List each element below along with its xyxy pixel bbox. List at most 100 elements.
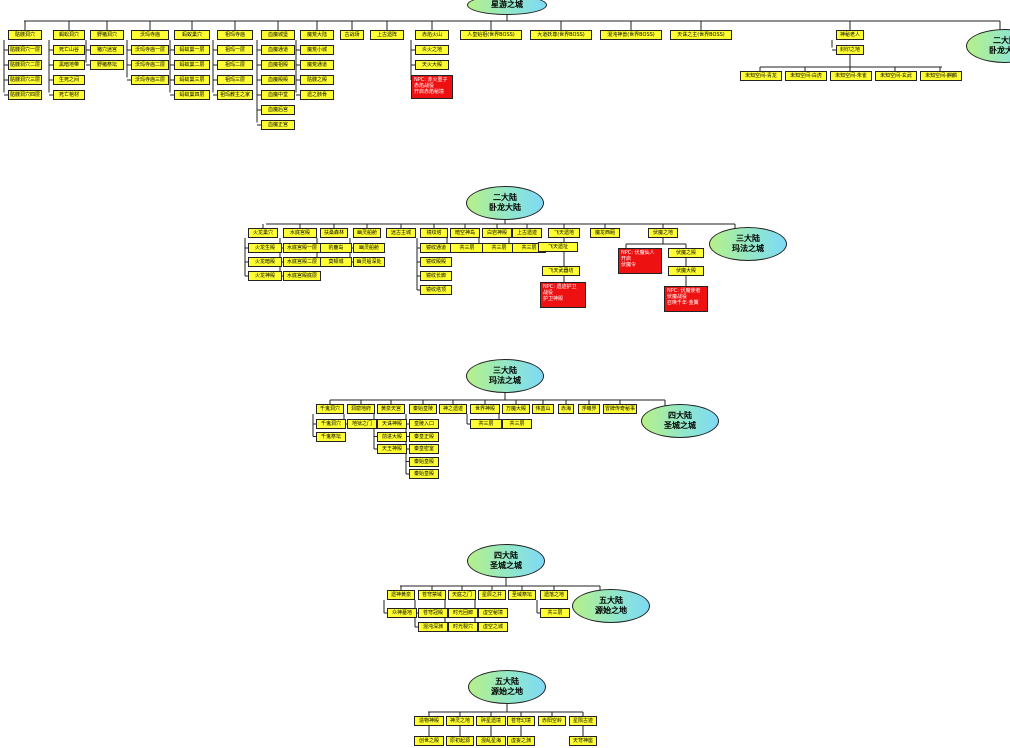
leaf-node[interactable]: 幽灵船深处	[353, 257, 385, 267]
leaf-node[interactable]: 血魔祖殿	[261, 60, 295, 70]
leaf-node[interactable]: 秦皇密室	[409, 444, 439, 454]
branch-node[interactable]: 星辰之井	[478, 590, 506, 600]
leaf-node[interactable]: 蚂蚁巢四层	[174, 90, 210, 100]
leaf-node[interactable]: 秦始皇殿	[409, 456, 439, 467]
leaf-node[interactable]: 未知空间-青龙	[740, 71, 782, 81]
branch-node[interactable]: 暗空神岛	[450, 228, 480, 238]
branch-node[interactable]: 星陨古迹	[569, 716, 597, 726]
branch-node[interactable]: 古战场	[340, 30, 364, 40]
leaf-node[interactable]: 伏魔大殿	[668, 266, 704, 276]
leaf-node[interactable]: 魔荒通道	[300, 60, 334, 70]
leaf-node[interactable]: 血魔中堂	[261, 90, 295, 100]
leaf-node[interactable]: 野猪祭坛	[90, 60, 124, 70]
leaf-node[interactable]: 火龙暗殿	[248, 257, 282, 267]
branch-node[interactable]: 天诛之主(世界BOSS)	[670, 30, 732, 40]
leaf-node[interactable]: 秦始皇殿	[409, 469, 439, 479]
branch-node[interactable]: 人皇始祖(世界BOSS)	[460, 30, 522, 40]
branch-node[interactable]: 魔龙西厢	[590, 228, 620, 238]
leaf-node[interactable]: 天穹神座	[569, 736, 597, 746]
continent4-oval[interactable]: 四大陆圣城之城	[467, 544, 545, 578]
branch-node[interactable]: 沃玛寺庙	[131, 30, 169, 40]
leaf-node[interactable]: 共三层	[540, 608, 570, 618]
leaf-node[interactable]: 未知空间-麒麟	[920, 71, 962, 81]
leaf-node[interactable]: 蚂蚁巢一层	[174, 45, 210, 55]
branch-node[interactable]: 天庭之门	[448, 590, 476, 600]
npc-note[interactable]: NPC: 伏魔使者伏魔战役召唤千年·金翼	[664, 286, 708, 312]
leaf-node[interactable]: 骷髅洞穴一层	[8, 45, 42, 55]
branch-node[interactable]: 遗落之地	[540, 590, 568, 600]
leaf-node[interactable]: 千鬼祭坛	[316, 431, 346, 442]
next-continent4-oval[interactable]: 四大陆圣城之城	[641, 404, 719, 438]
branch-node[interactable]: 飞天遗地	[548, 228, 580, 238]
branch-node[interactable]: 白岩神殿	[482, 228, 512, 238]
leaf-node[interactable]: 火龙生殿	[248, 243, 282, 253]
branch-node[interactable]: 圣域祭坛	[508, 590, 536, 600]
branch-node[interactable]: 神之遗迹	[439, 404, 467, 414]
branch-node[interactable]: 浮曦界	[578, 404, 600, 414]
leaf-node[interactable]: 共三层	[502, 419, 532, 429]
branch-node[interactable]: 血魔城堡	[261, 30, 295, 40]
leaf-node[interactable]: 飞天武器坊	[542, 266, 580, 276]
branch-node[interactable]: 遗神黄泉	[387, 590, 415, 600]
next-continent3-oval[interactable]: 三大陆玛法之城	[709, 227, 787, 261]
branch-node[interactable]: 千鬼洞穴	[316, 404, 344, 414]
branch-node[interactable]: 赤海	[558, 404, 574, 414]
leaf-node[interactable]: 豹鹿岛	[320, 243, 352, 253]
leaf-node[interactable]: 血魔后宫	[261, 105, 295, 115]
next-continent5-oval[interactable]: 五大陆源始之地	[572, 589, 650, 623]
continent2-oval[interactable]: 二大陆卧龙大陆	[466, 186, 544, 220]
branch-node[interactable]: 伟蓝山	[532, 404, 554, 414]
leaf-node[interactable]: 蚂蚁巢二层	[174, 60, 210, 70]
leaf-node[interactable]: 莫顿城	[320, 257, 352, 267]
branch-node[interactable]: 祖玛寺庙	[217, 30, 253, 40]
branch-node[interactable]: 赤焰火山	[415, 30, 449, 40]
branch-node[interactable]: 造物神殿	[414, 716, 444, 726]
npc-note[interactable]: NPC: 遗迹护卫战役护卫神殿	[540, 282, 586, 308]
leaf-node[interactable]: 伏魔之殿	[668, 248, 704, 258]
leaf-node[interactable]: 未知空间-玄武	[875, 71, 917, 81]
leaf-node[interactable]: 镜纹通道	[420, 243, 452, 253]
leaf-node[interactable]: 魔荒小城	[300, 45, 334, 55]
branch-node[interactable]: 洞窟地府	[347, 404, 375, 414]
leaf-node[interactable]: 秦皇正殿	[409, 431, 439, 442]
branch-node[interactable]: 幽灵船舱	[353, 228, 381, 238]
leaf-node[interactable]: 前进大殿	[377, 431, 407, 442]
npc-note[interactable]: NPC: 赤火重子赤焰战役开启赤焰秘境	[411, 75, 453, 99]
branch-node[interactable]: 混沌神兽(世界BOSS)	[600, 30, 662, 40]
leaf-node[interactable]: 血魔通道	[261, 45, 295, 55]
branch-node[interactable]: 赤阳空岭	[538, 716, 566, 726]
leaf-node[interactable]: 千鬼洞穴	[316, 419, 346, 429]
branch-node[interactable]: 秦始皇陵	[409, 404, 437, 414]
branch-node[interactable]: 蝎蚣洞穴	[53, 30, 85, 40]
leaf-node[interactable]: 虚空秘境	[478, 608, 508, 618]
continent3-oval[interactable]: 三大陆玛法之城	[466, 359, 544, 393]
branch-node[interactable]: 上古遗阵	[370, 30, 404, 40]
branch-node[interactable]: 神秘老人	[836, 30, 864, 40]
leaf-node[interactable]: 骷髅之殿	[300, 75, 334, 85]
leaf-node[interactable]: 骷髅洞穴二层	[8, 60, 42, 70]
leaf-node[interactable]: 水底宫殿底层	[283, 271, 321, 281]
leaf-node[interactable]: 猪穴迷宫	[90, 45, 124, 55]
branch-node[interactable]: 远古主城	[386, 228, 416, 238]
branch-node[interactable]: 上古遗迹	[512, 228, 542, 238]
branch-node[interactable]: 水底宫殿	[283, 228, 317, 238]
branch-node[interactable]: 野猪洞穴	[90, 30, 124, 40]
leaf-node[interactable]: 沃玛寺庙三层	[131, 75, 169, 85]
branch-node[interactable]: 神灵之地	[446, 716, 474, 726]
leaf-node[interactable]: 共三层	[482, 243, 516, 253]
leaf-node[interactable]: 火龙神殿	[248, 271, 282, 281]
branch-node[interactable]: 大道妖尊(世界BOSS)	[530, 30, 592, 40]
leaf-node[interactable]: 祖玛教主之家	[217, 90, 253, 100]
branch-node[interactable]: 骷髅洞穴	[8, 30, 42, 40]
leaf-node[interactable]: 祖玛三层	[217, 75, 253, 85]
leaf-node[interactable]: 蚂蚁巢三层	[174, 75, 210, 85]
leaf-node[interactable]: 死亡棺材	[53, 90, 85, 100]
leaf-node[interactable]: 众神墓地	[387, 608, 417, 618]
leaf-node[interactable]: 沃玛寺庙一层	[131, 45, 169, 55]
leaf-node[interactable]: 遗之骸骨	[300, 90, 334, 100]
leaf-node[interactable]: 飞天遗址	[538, 242, 578, 252]
leaf-node[interactable]: 骷髅洞穴三层	[8, 75, 42, 85]
leaf-node[interactable]: 共三层	[470, 419, 502, 429]
branch-node[interactable]: 镜纹塔	[420, 228, 448, 238]
branch-node[interactable]: 万魔大殿	[502, 404, 530, 414]
